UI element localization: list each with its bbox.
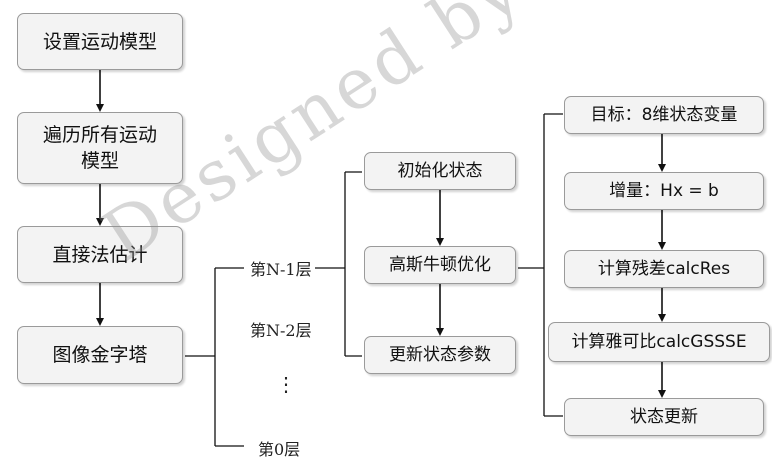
level-n-1-label: 第N-1层 bbox=[250, 260, 312, 279]
brace-right bbox=[518, 113, 563, 417]
brace-pyramid bbox=[185, 267, 244, 447]
box-update-params: 更新状态参数 bbox=[364, 336, 516, 374]
level-n-2-label: 第N-2层 bbox=[250, 321, 312, 340]
box-init-state: 初始化状态 bbox=[364, 152, 516, 190]
box-calc-jacobian: 计算雅可比calcGSSSE bbox=[548, 322, 770, 362]
box-increment: 增量：Hx = b bbox=[564, 172, 764, 210]
level-ellipsis: ⋮ bbox=[276, 372, 296, 396]
box-iterate-motion-models: 遍历所有运动模型 bbox=[17, 112, 183, 184]
box-image-pyramid: 图像金字塔 bbox=[17, 326, 183, 384]
box-target-state: 目标：8维状态变量 bbox=[564, 96, 764, 134]
brace-middle bbox=[315, 171, 362, 357]
box-direct-method: 直接法估计 bbox=[17, 226, 183, 283]
box-gauss-newton: 高斯牛顿优化 bbox=[364, 246, 516, 284]
box-state-update: 状态更新 bbox=[564, 398, 764, 436]
box-set-motion-model: 设置运动模型 bbox=[17, 13, 183, 70]
box-calc-residual: 计算残差calcRes bbox=[564, 250, 764, 288]
level-0-label: 第0层 bbox=[258, 440, 301, 459]
